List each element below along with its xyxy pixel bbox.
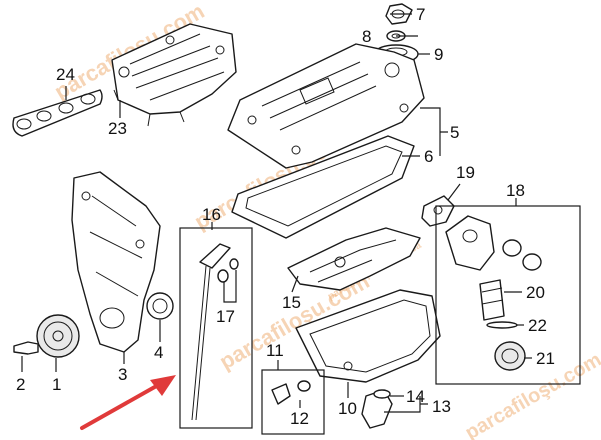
sensor-part-19: [421, 195, 455, 227]
callout-9: 9: [434, 45, 443, 64]
callout-10: 10: [338, 399, 357, 418]
camshaft-cover-part-5: [227, 43, 425, 169]
oil-pan-lower-part-10: [295, 289, 441, 383]
cover-gasket-part-6: [231, 135, 415, 239]
callout-15: 15: [282, 293, 301, 312]
washer-part-12: [297, 380, 311, 392]
dipstick-group-box: [179, 227, 253, 429]
callout-24: 24: [56, 65, 75, 84]
timing-cover-part-3: [71, 171, 161, 353]
callout-8: 8: [362, 27, 371, 46]
callout-6: 6: [424, 147, 433, 166]
callout-16: 16: [202, 205, 221, 224]
dipstick-seal-part-17: [217, 258, 239, 303]
bolt-part-2: [13, 341, 39, 355]
drain-plug-part-11: [271, 383, 291, 405]
drain-plug-group-box: [261, 369, 325, 435]
balancer-part-1: [36, 314, 80, 358]
callout-23: 23: [108, 119, 127, 138]
gasket-part-14: [373, 389, 391, 399]
filter-cap-part-21: [494, 341, 526, 371]
callout-3: 3: [118, 365, 127, 384]
oil-filter-group-box: [435, 205, 581, 385]
callout-21: 21: [536, 349, 555, 368]
front-seal-part-4: [146, 292, 174, 320]
callout-12: 12: [290, 409, 309, 428]
callout-22: 22: [528, 316, 547, 335]
callout-19: 19: [456, 163, 475, 182]
callout-4: 4: [154, 343, 163, 362]
callout-18: 18: [506, 181, 525, 200]
oil-filter-element-part-20: [479, 279, 505, 321]
intake-gasket-part-24: [12, 89, 103, 137]
callout-17: 17: [216, 307, 235, 326]
callout-11: 11: [266, 341, 284, 360]
callout-20: 20: [526, 283, 545, 302]
callout-2: 2: [16, 375, 25, 394]
oil-pan-upper-part-15: [287, 227, 421, 291]
filter-housing-part-18: [445, 215, 495, 271]
housing-seals: [502, 239, 542, 271]
o-ring-part-22: [486, 321, 518, 329]
highlight-arrow: [80, 375, 176, 430]
callout-14: 14: [406, 387, 425, 406]
leader-lines: [21, 13, 532, 413]
callout-1: 1: [52, 375, 61, 394]
callout-7: 7: [416, 5, 425, 24]
callout-5: 5: [450, 123, 459, 142]
intake-manifold-part-23: [111, 23, 237, 127]
callout-13: 13: [432, 397, 451, 416]
